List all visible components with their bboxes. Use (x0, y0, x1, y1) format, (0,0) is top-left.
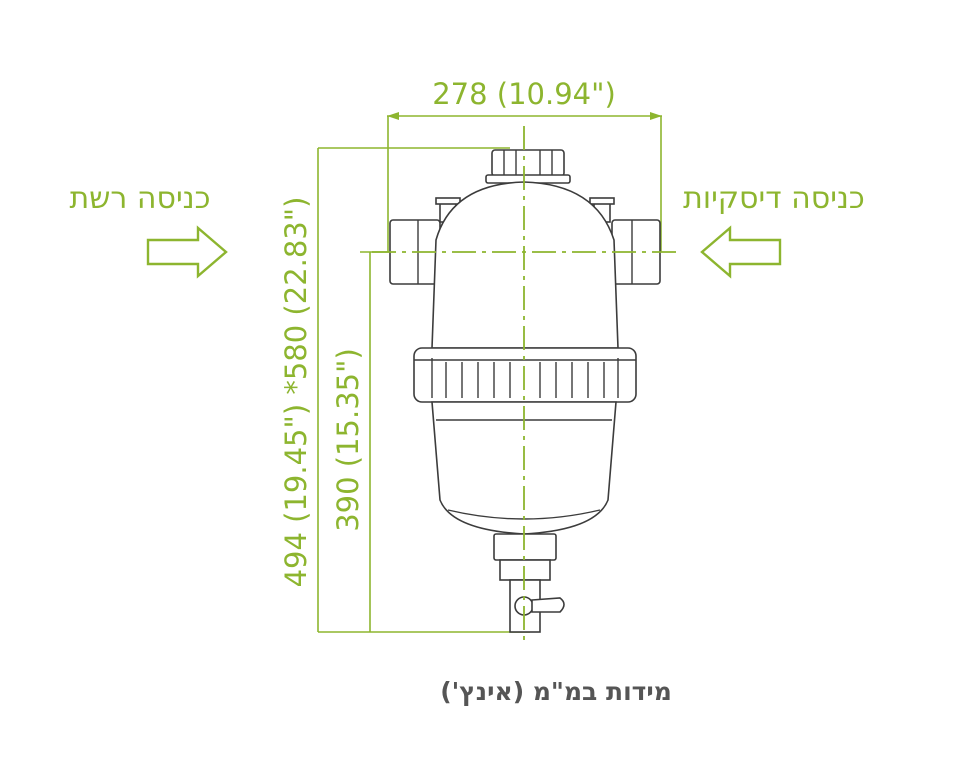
right-inlet-arrow-icon (700, 225, 782, 279)
total-height-label: 494 (19.45") *580 (22.83") (279, 197, 313, 588)
total-height-dimension (317, 147, 530, 633)
width-dimension (387, 112, 662, 252)
right-inlet-label: כניסה דיסקיות (683, 181, 865, 216)
left-inlet-label: כניסה רשת (69, 181, 210, 216)
filter-body (389, 149, 661, 633)
inlet-height-label: 390 (15.35") (331, 348, 365, 532)
width-dimension-label: 278 (10.94") (432, 77, 616, 111)
left-inlet-arrow-icon (146, 225, 228, 279)
dimensions-caption: מידות במ"מ (אינץ') (440, 677, 672, 706)
